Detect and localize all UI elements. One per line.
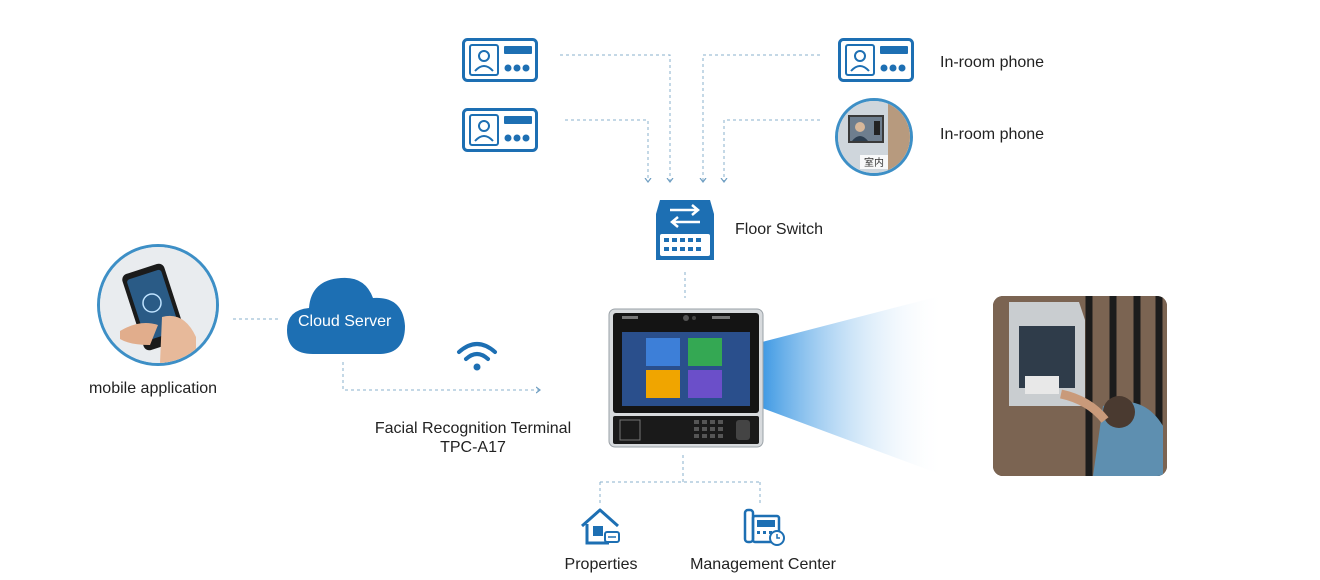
link-panel1-switch [560, 54, 670, 182]
properties-label: Properties [564, 556, 638, 573]
in-room-phone-1-icon [838, 38, 914, 87]
terminal-label-line1: Facial Recognition Terminal [374, 420, 572, 437]
floor-switch-label: Floor Switch [735, 221, 824, 238]
link-panel2-switch [565, 119, 648, 182]
house-icon [579, 506, 621, 551]
desk-phone-icon [742, 506, 786, 551]
camera-beam [762, 296, 945, 476]
link-phone2-switch [724, 119, 820, 182]
link-phone1-switch [703, 54, 820, 182]
mobile-app-label: mobile application [88, 380, 218, 397]
indoor-monitor-photo: 室内 [835, 98, 913, 176]
wifi-icon [456, 340, 498, 377]
intercom-panel-icon [462, 38, 538, 87]
terminal-label: Facial Recognition Terminal TPC-A17 [375, 419, 571, 457]
intercom-panel-icon [462, 108, 538, 157]
cloud-server-label: Cloud Server [298, 313, 392, 330]
smartphone-photo [97, 244, 219, 366]
link-cloud-terminal [342, 362, 540, 390]
terminal-user-photo [993, 296, 1167, 476]
management-center-label: Management Center [690, 556, 836, 573]
cloud-icon [285, 268, 407, 361]
in-room-phone-2-label: In-room phone [940, 126, 1045, 143]
monitor-caption: 室内 [864, 156, 884, 169]
network-switch-icon [654, 198, 716, 267]
in-room-phone-1-label: In-room phone [940, 54, 1045, 71]
terminal-label-line2: TPC-A17 [440, 439, 506, 456]
terminal-device [608, 308, 764, 453]
link-terminal-bottom [599, 455, 761, 505]
